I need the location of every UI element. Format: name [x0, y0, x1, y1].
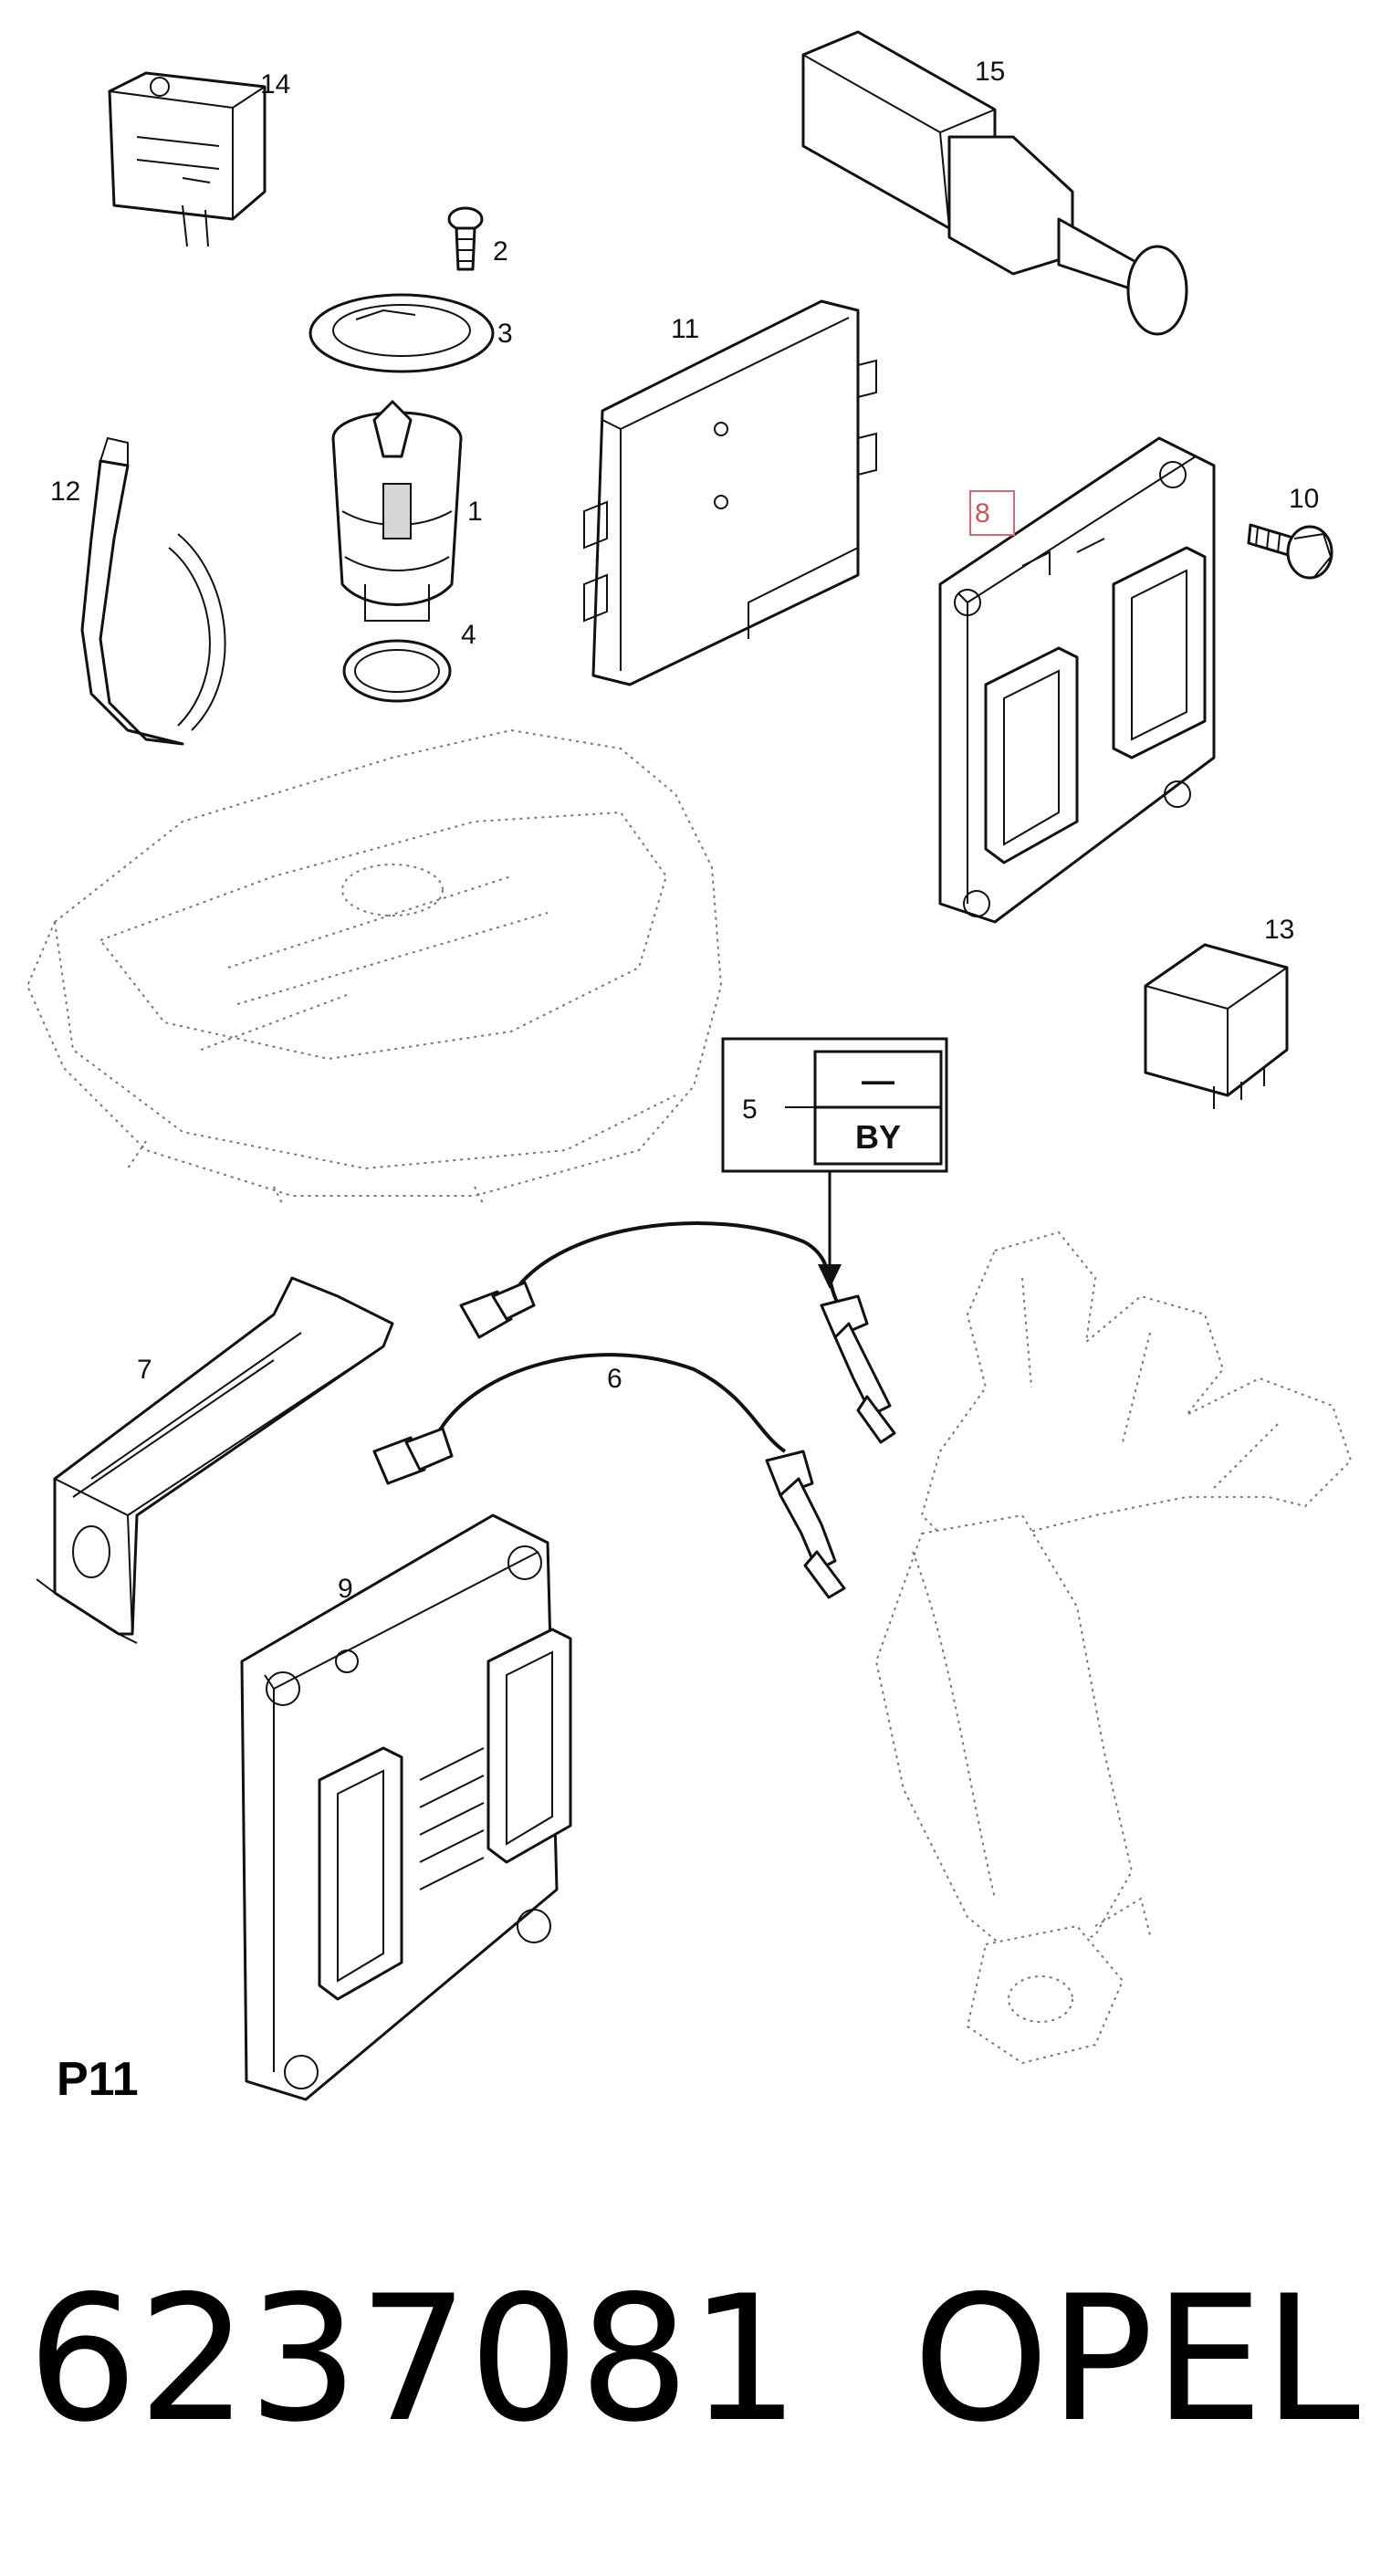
control-unit-part-11	[583, 299, 877, 686]
exhaust-manifold-ghost	[874, 1230, 1353, 2065]
callout-10: 10	[1289, 484, 1319, 514]
callout-6: 6	[607, 1364, 622, 1394]
bracket-part-7	[36, 1276, 394, 1644]
callout-13: 13	[1264, 915, 1294, 945]
callout-8: 8	[975, 498, 990, 529]
callout-15: 15	[975, 57, 1005, 87]
callout-9: 9	[338, 1574, 353, 1604]
callout-11: 11	[671, 314, 699, 344]
bolt-part-10	[1247, 523, 1333, 580]
callout-14: 14	[260, 69, 290, 99]
callout-2: 2	[493, 236, 508, 267]
o-ring-part-4	[342, 639, 452, 703]
oxygen-sensors-part-6	[372, 1221, 896, 1599]
fuel-tank-ghost	[26, 728, 723, 1206]
callout-12: 12	[50, 476, 80, 507]
page-code: P11	[57, 2053, 139, 2106]
callout-box-top: —	[862, 1062, 894, 1099]
relay-part-14	[108, 71, 267, 247]
callout-7: 7	[137, 1355, 152, 1385]
callout-box-bottom: BY	[855, 1118, 901, 1156]
callout-1: 1	[467, 497, 483, 527]
callout-5: 5	[742, 1094, 758, 1125]
highlight-box-8	[969, 490, 1015, 536]
relay-part-13	[1144, 943, 1289, 1109]
callout-box-5	[721, 1037, 948, 1289]
brake-switch-part-15	[801, 30, 1188, 336]
engine-control-unit-part-9	[240, 1513, 572, 2101]
screw-part-2	[447, 206, 484, 271]
brand-name: OPEL	[913, 2258, 1360, 2460]
cable-tie-part-12	[80, 436, 226, 746]
part-number: 6237081	[27, 2258, 800, 2460]
flange-ring-part-3	[309, 293, 495, 373]
callout-4: 4	[461, 620, 476, 650]
fuel-pump-part-1	[331, 400, 463, 622]
engine-control-module-part-8	[938, 436, 1216, 924]
callout-3: 3	[497, 319, 513, 349]
